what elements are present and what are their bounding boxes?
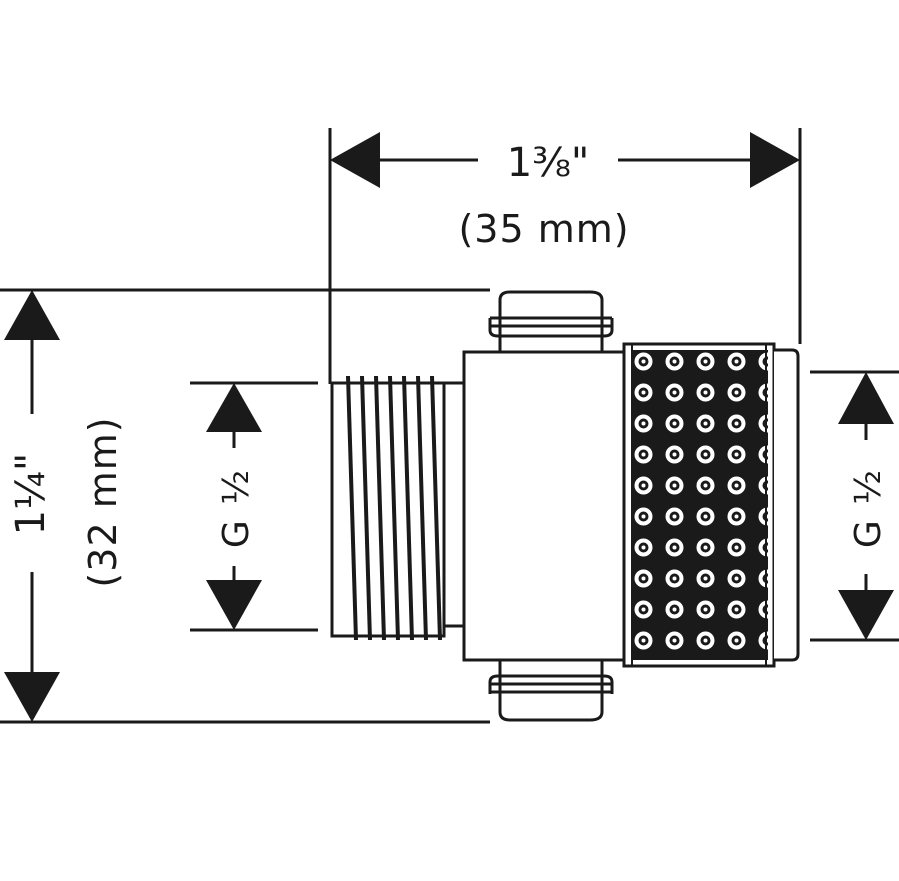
inlet-thread-label: G ½ [216, 468, 257, 548]
left-thread [330, 375, 466, 641]
height-metric-label: (32 mm) [81, 416, 125, 587]
bottom-cap [488, 658, 614, 722]
width-imperial-label: 1⅜" [507, 140, 590, 186]
knurled-nut [622, 342, 800, 668]
adapter-part [330, 290, 800, 722]
dimension-lines [0, 128, 899, 724]
center-body [462, 350, 628, 662]
height-imperial-label: 1¼" [8, 453, 54, 536]
width-metric-label: (35 mm) [458, 207, 629, 251]
outlet-thread-label: G ½ [848, 468, 889, 548]
top-cap [488, 290, 614, 354]
